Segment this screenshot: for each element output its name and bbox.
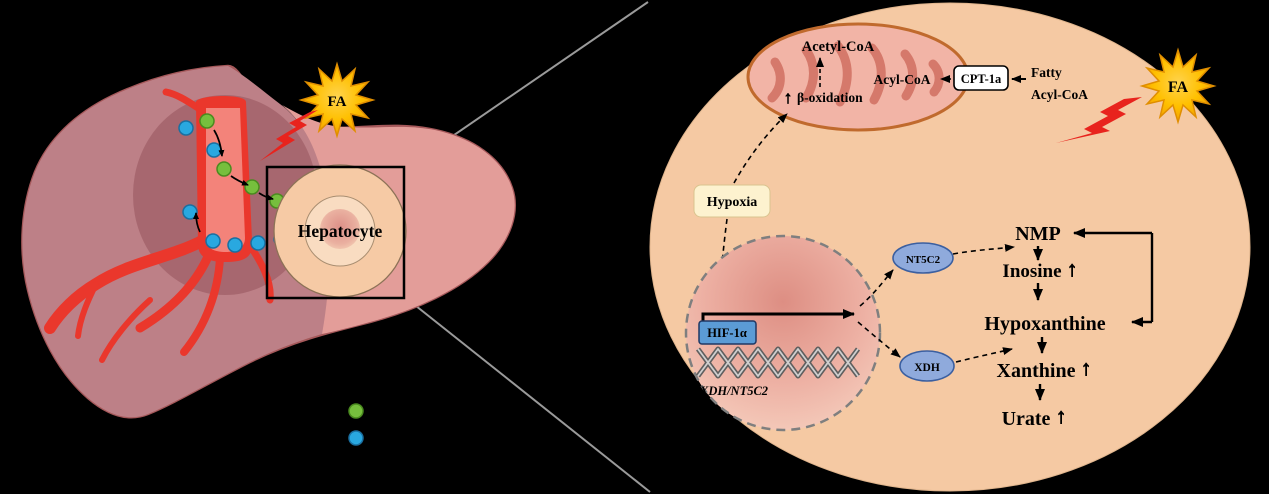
hepatocyte-label: Hepatocyte [298, 221, 383, 241]
nucleus-to-xdh-arrow [857, 321, 901, 358]
fa-burst-left: FA [260, 63, 374, 161]
vessel-branch [99, 297, 153, 363]
fa-label: FA [1168, 79, 1189, 96]
vessel-branch [135, 247, 215, 333]
cell-dot-blue [206, 142, 222, 158]
cell-dot-green [216, 161, 232, 177]
inosine-label: Inosine [1002, 261, 1061, 282]
zoom-connector-bottom [405, 297, 651, 493]
cpt1a-transporter: CPT-1a Fatty Acyl-CoA [940, 65, 1088, 102]
gene-label: XDH/NT5C2 [699, 384, 768, 398]
acetyl-coa-label: Acetyl-CoA [802, 39, 875, 55]
lightning-bolt-icon [1056, 97, 1142, 143]
fatty-acyl-coa-label-line1: Fatty [1031, 65, 1062, 80]
xdh-label: XDH [914, 362, 940, 374]
enzyme-nt5c2: NT5C2 [892, 242, 1015, 274]
transcription-arrow [701, 309, 855, 321]
xanthine-label: Xanthine [997, 360, 1076, 382]
cell-dot-green [244, 179, 260, 195]
hepatocyte-zoom-panel: Acetyl-CoA ↑ β-oxidation Acyl-CoA CPT-1a… [649, 2, 1251, 492]
urate-up-arrow: ↑ [1056, 404, 1067, 428]
mitochondrion-cristae [767, 41, 944, 107]
acyl-coa-label: Acyl-CoA [874, 72, 931, 87]
salvage-feedback-arrow [1073, 228, 1154, 327]
cell-migration-arrow [230, 175, 249, 186]
fa-burst-right: FA [1056, 49, 1215, 143]
cell-migration-arrow [213, 129, 225, 157]
nucleus: HIF-1α XDH/NT5C2 [684, 234, 882, 432]
legend-green-cell-dot [348, 403, 364, 419]
vessel-branch [180, 254, 224, 356]
cell-dot-blue [178, 120, 194, 136]
dna-helix [695, 346, 861, 379]
hepatocyte-cell: Hepatocyte [273, 164, 407, 298]
cell-migration-arrow [193, 212, 201, 233]
xdh-catalysis-arrow [955, 347, 1013, 363]
nt5c2-catalysis-arrow [952, 243, 1015, 255]
fa-label: FA [328, 94, 347, 110]
hif1a-label: HIF-1α [707, 326, 747, 340]
dna-strand-highlight [697, 348, 859, 377]
cell-dot-green [199, 113, 215, 129]
legend [348, 403, 364, 446]
cell-dot-blue [227, 237, 243, 253]
purine-cascade: NMP Inosine ↑ Hypoxanthine Xanthine ↑ Ur… [984, 223, 1154, 430]
vessel-branch [75, 281, 99, 339]
hif1a-box [698, 320, 757, 345]
beta-oxidation-label: β-oxidation [797, 90, 863, 105]
cell-dot-blue [205, 233, 221, 249]
hypoxia-box [693, 184, 771, 218]
mitochondrion: Acetyl-CoA ↑ β-oxidation Acyl-CoA [746, 22, 970, 132]
liver-panel: Hepatocyte FA [21, 63, 516, 446]
nucleus-envelope [684, 234, 882, 432]
liver-left-lobe [22, 66, 330, 418]
nt5c2-label: NT5C2 [906, 254, 941, 266]
xanthine-up-arrow: ↑ [1081, 356, 1092, 380]
urate-label: Urate [1002, 408, 1051, 430]
xdh-oval [899, 350, 955, 382]
cpt1a-box [953, 65, 1009, 91]
zoom-frame [265, 165, 406, 300]
hepatocyte-nucleolus [320, 209, 360, 249]
legend-blue-cell-dot [348, 430, 364, 446]
cell-dot-blue [182, 204, 198, 220]
hypoxia-signal: Hypoxia [693, 113, 788, 315]
nt5c2-oval [892, 242, 954, 274]
dna-strand-highlight [697, 348, 859, 377]
fatty-acyl-coa-label-line2: Acyl-CoA [1031, 87, 1088, 102]
cpt1a-label: CPT-1a [961, 72, 1002, 86]
nmp-label: NMP [1015, 223, 1061, 245]
enzyme-xdh: XDH [899, 347, 1013, 382]
vessel-branch [162, 88, 202, 112]
nucleus-to-nt5c2-arrow [859, 269, 894, 307]
cell-dot-blue [250, 235, 266, 251]
hypoxanthine-label: Hypoxanthine [984, 313, 1105, 335]
hypoxia-label: Hypoxia [707, 195, 758, 210]
beta-oxidation-up-arrow: ↑ [784, 88, 793, 107]
inosine-up-arrow: ↑ [1067, 257, 1078, 281]
